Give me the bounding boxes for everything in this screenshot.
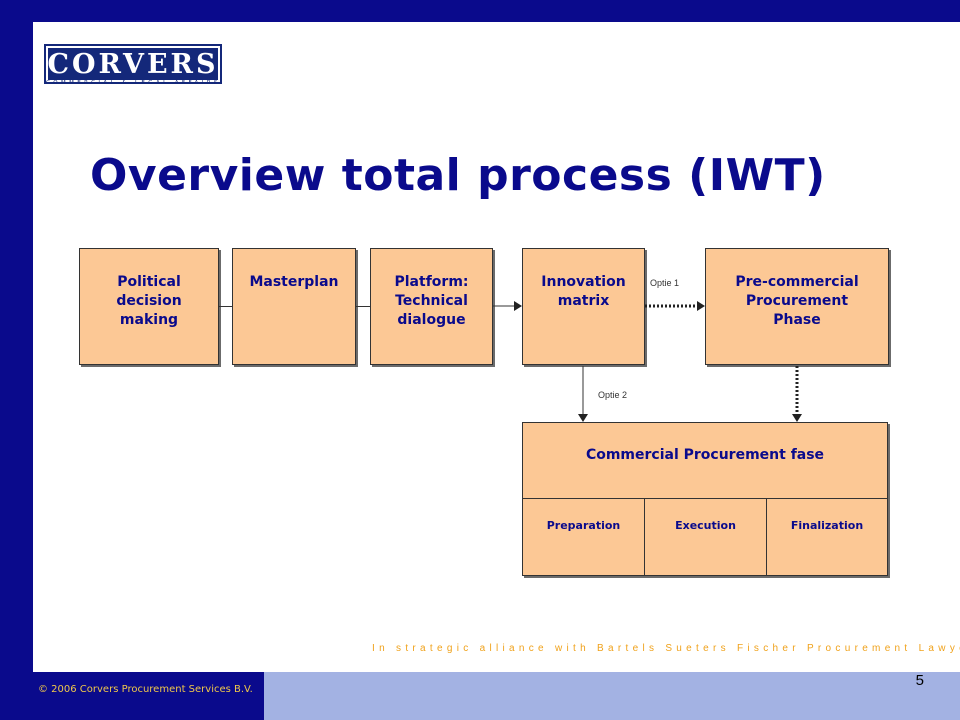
optie1-label: Optie 1	[650, 278, 680, 288]
optie2-label: Optie 2	[598, 390, 628, 400]
footer-right-band	[264, 672, 960, 720]
top-bar	[0, 0, 960, 22]
step-innovation-matrix: Innovation matrix	[522, 248, 645, 365]
step-label-line: decision	[116, 293, 182, 309]
left-bar	[0, 0, 33, 720]
step-masterplan: Masterplan	[232, 248, 356, 365]
step-label-line: dialogue	[397, 312, 466, 328]
step-label-line: Platform:	[394, 274, 469, 290]
step-pre-commercial-procurement-phase: Pre-commercial Procurement Phase	[705, 248, 889, 365]
phase-finalization: Finalization	[767, 498, 887, 576]
commercial-procurement-title: Commercial Procurement fase	[585, 447, 825, 463]
arrow-head	[578, 414, 588, 422]
logo-text: CORVERS	[47, 48, 219, 80]
connector-line	[219, 306, 232, 307]
step-label-line: Innovation	[541, 274, 626, 290]
arrow-head	[792, 414, 802, 422]
step-label-line: Masterplan	[249, 274, 339, 290]
logo-subtitle: COMMERCIAL & LEGAL AFFAIRS	[46, 80, 221, 86]
step-label-line: Phase	[773, 312, 821, 328]
step-label-line: matrix	[557, 293, 610, 309]
step-platform-technical-dialogue: Platform: Technical dialogue	[370, 248, 493, 365]
alliance-text: In strategic alliance with Bartels Suete…	[372, 643, 960, 654]
step-label-line: Procurement	[745, 293, 849, 309]
step-label-line: Technical	[395, 293, 468, 309]
step-label-line: Political	[117, 274, 181, 290]
corvers-logo: CORVERS	[44, 44, 222, 84]
footer-left-band	[33, 672, 264, 720]
step-label-line: Pre-commercial	[735, 274, 859, 290]
connector-line	[356, 306, 370, 307]
page-number: 5	[915, 672, 924, 689]
copyright-text: © 2006 Corvers Procurement Services B.V.	[38, 684, 253, 695]
commercial-procurement-box: Commercial Procurement fase Preparation …	[522, 422, 888, 576]
phase-execution: Execution	[645, 498, 767, 576]
step-political-decision-making: Political decision making	[79, 248, 219, 365]
phase-preparation: Preparation	[523, 498, 645, 576]
slide-title: Overview total process (IWT)	[90, 150, 826, 201]
step-label-line: making	[119, 312, 179, 328]
arrow-head	[697, 301, 705, 311]
arrow-head	[514, 301, 522, 311]
